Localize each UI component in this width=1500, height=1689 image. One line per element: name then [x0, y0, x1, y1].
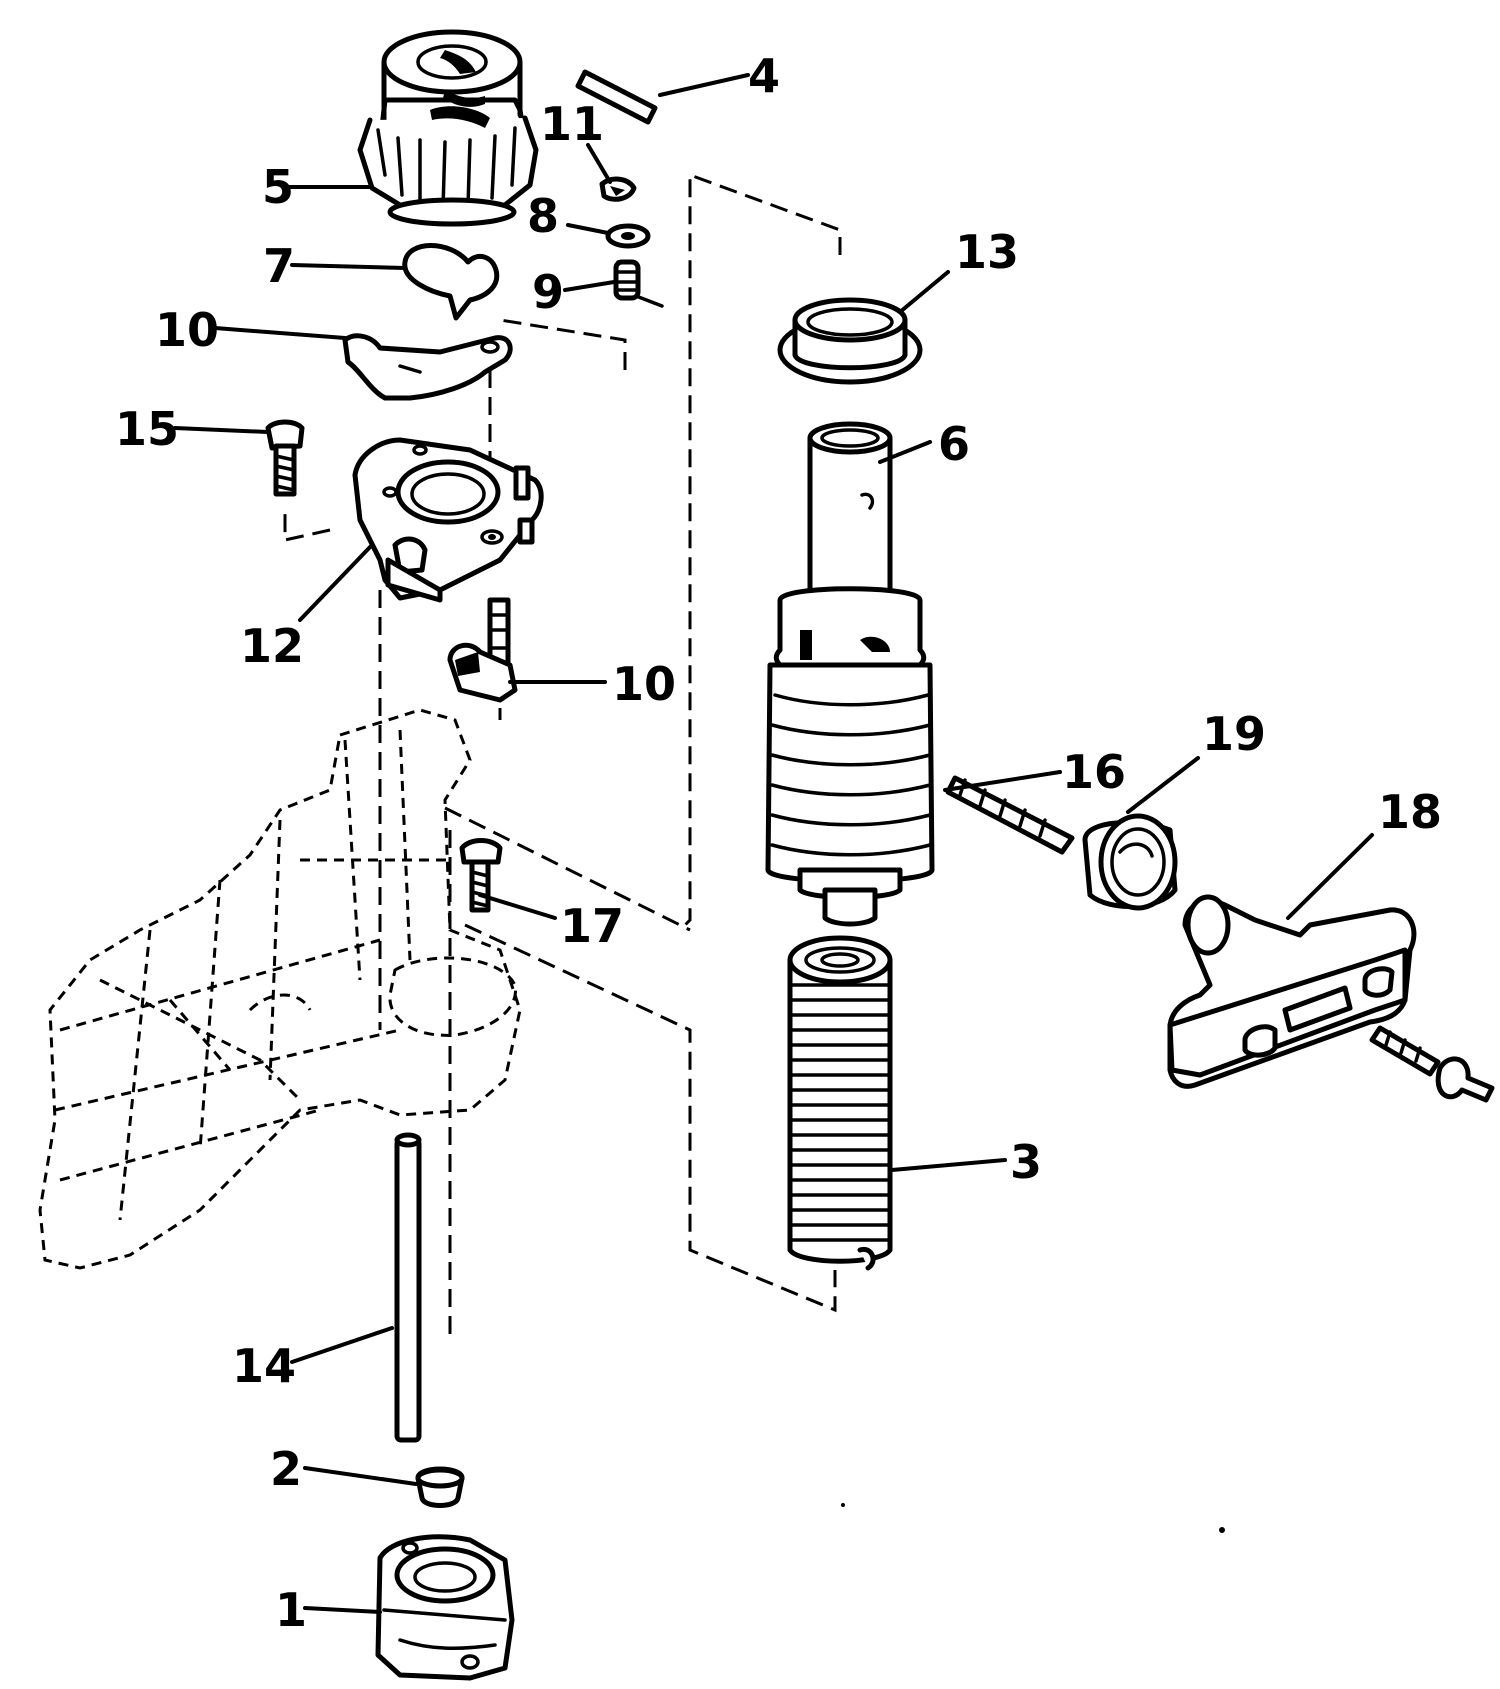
pin	[575, 69, 658, 125]
retaining-clip	[599, 176, 637, 202]
callout-labels: 5 4 11 8 9 7 10 15 12 10 13 6 16 19 18 1…	[115, 49, 1442, 1637]
starter-spool	[765, 421, 935, 927]
callout-13: 13	[955, 225, 1019, 279]
shaft	[394, 1132, 422, 1443]
callout-15: 15	[115, 402, 179, 456]
starter-rope	[945, 775, 1075, 855]
rewind-spring	[787, 935, 893, 1271]
callout-18: 18	[1378, 785, 1442, 839]
callout-12: 12	[240, 619, 304, 673]
callout-19: 19	[1202, 707, 1266, 761]
callout-9: 9	[532, 265, 564, 319]
pawl-pivot	[447, 597, 518, 703]
callout-3: 3	[1010, 1135, 1042, 1189]
callout-10-upper: 10	[155, 303, 219, 357]
rope-end	[1369, 1025, 1495, 1103]
callout-2: 2	[270, 1442, 302, 1496]
callout-11: 11	[540, 97, 604, 151]
callout-5: 5	[262, 160, 294, 214]
pawl-plate	[342, 333, 513, 401]
handle-insert	[1082, 813, 1178, 911]
housing-bracket-phantom	[38, 708, 522, 1270]
callout-16: 16	[1062, 745, 1126, 799]
callout-10-lower: 10	[612, 657, 676, 711]
callout-14: 14	[232, 1339, 296, 1393]
screw-15	[265, 419, 305, 497]
starter-handle	[1167, 894, 1417, 1089]
spring-clip	[402, 243, 500, 321]
callout-17: 17	[560, 899, 624, 953]
washer	[605, 223, 651, 249]
lower-bearing-housing	[375, 1534, 515, 1681]
small-spring	[613, 259, 664, 308]
mounting-plate	[352, 437, 544, 603]
starter-pinion-gear	[357, 29, 539, 227]
screw-17	[459, 838, 503, 913]
bushing	[415, 1466, 465, 1508]
callout-1: 1	[275, 1583, 307, 1637]
bushing-cup	[777, 297, 923, 385]
callout-8: 8	[527, 189, 559, 243]
callout-6: 6	[938, 417, 970, 471]
callout-7: 7	[263, 239, 295, 293]
callout-4: 4	[748, 49, 780, 103]
scan-specks	[841, 1503, 1225, 1533]
callout-leaders	[173, 73, 1374, 1614]
